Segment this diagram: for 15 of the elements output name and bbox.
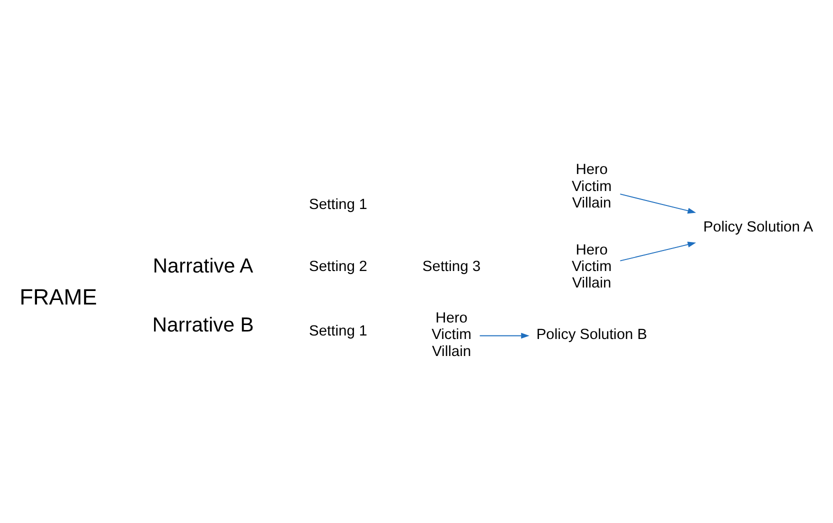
node-text: Hero Victim Villain (572, 162, 612, 212)
label: Narrative A (152, 256, 254, 278)
label: Setting 1 (309, 197, 368, 214)
node-text: Policy Solution B (536, 327, 648, 344)
label: Setting 2 (309, 258, 368, 275)
label: Narrative B (152, 314, 254, 337)
label: FRAME (20, 284, 97, 310)
arrow (479, 332, 530, 339)
arrow (620, 194, 696, 214)
node-text: Policy Solution A (703, 219, 814, 236)
label: Setting 1 (309, 324, 368, 340)
label: Setting 3 (422, 258, 481, 275)
node-text: Hero Victim Villain (572, 242, 612, 292)
arrow (620, 242, 696, 262)
node-text: Hero Victim Villain (432, 310, 472, 360)
